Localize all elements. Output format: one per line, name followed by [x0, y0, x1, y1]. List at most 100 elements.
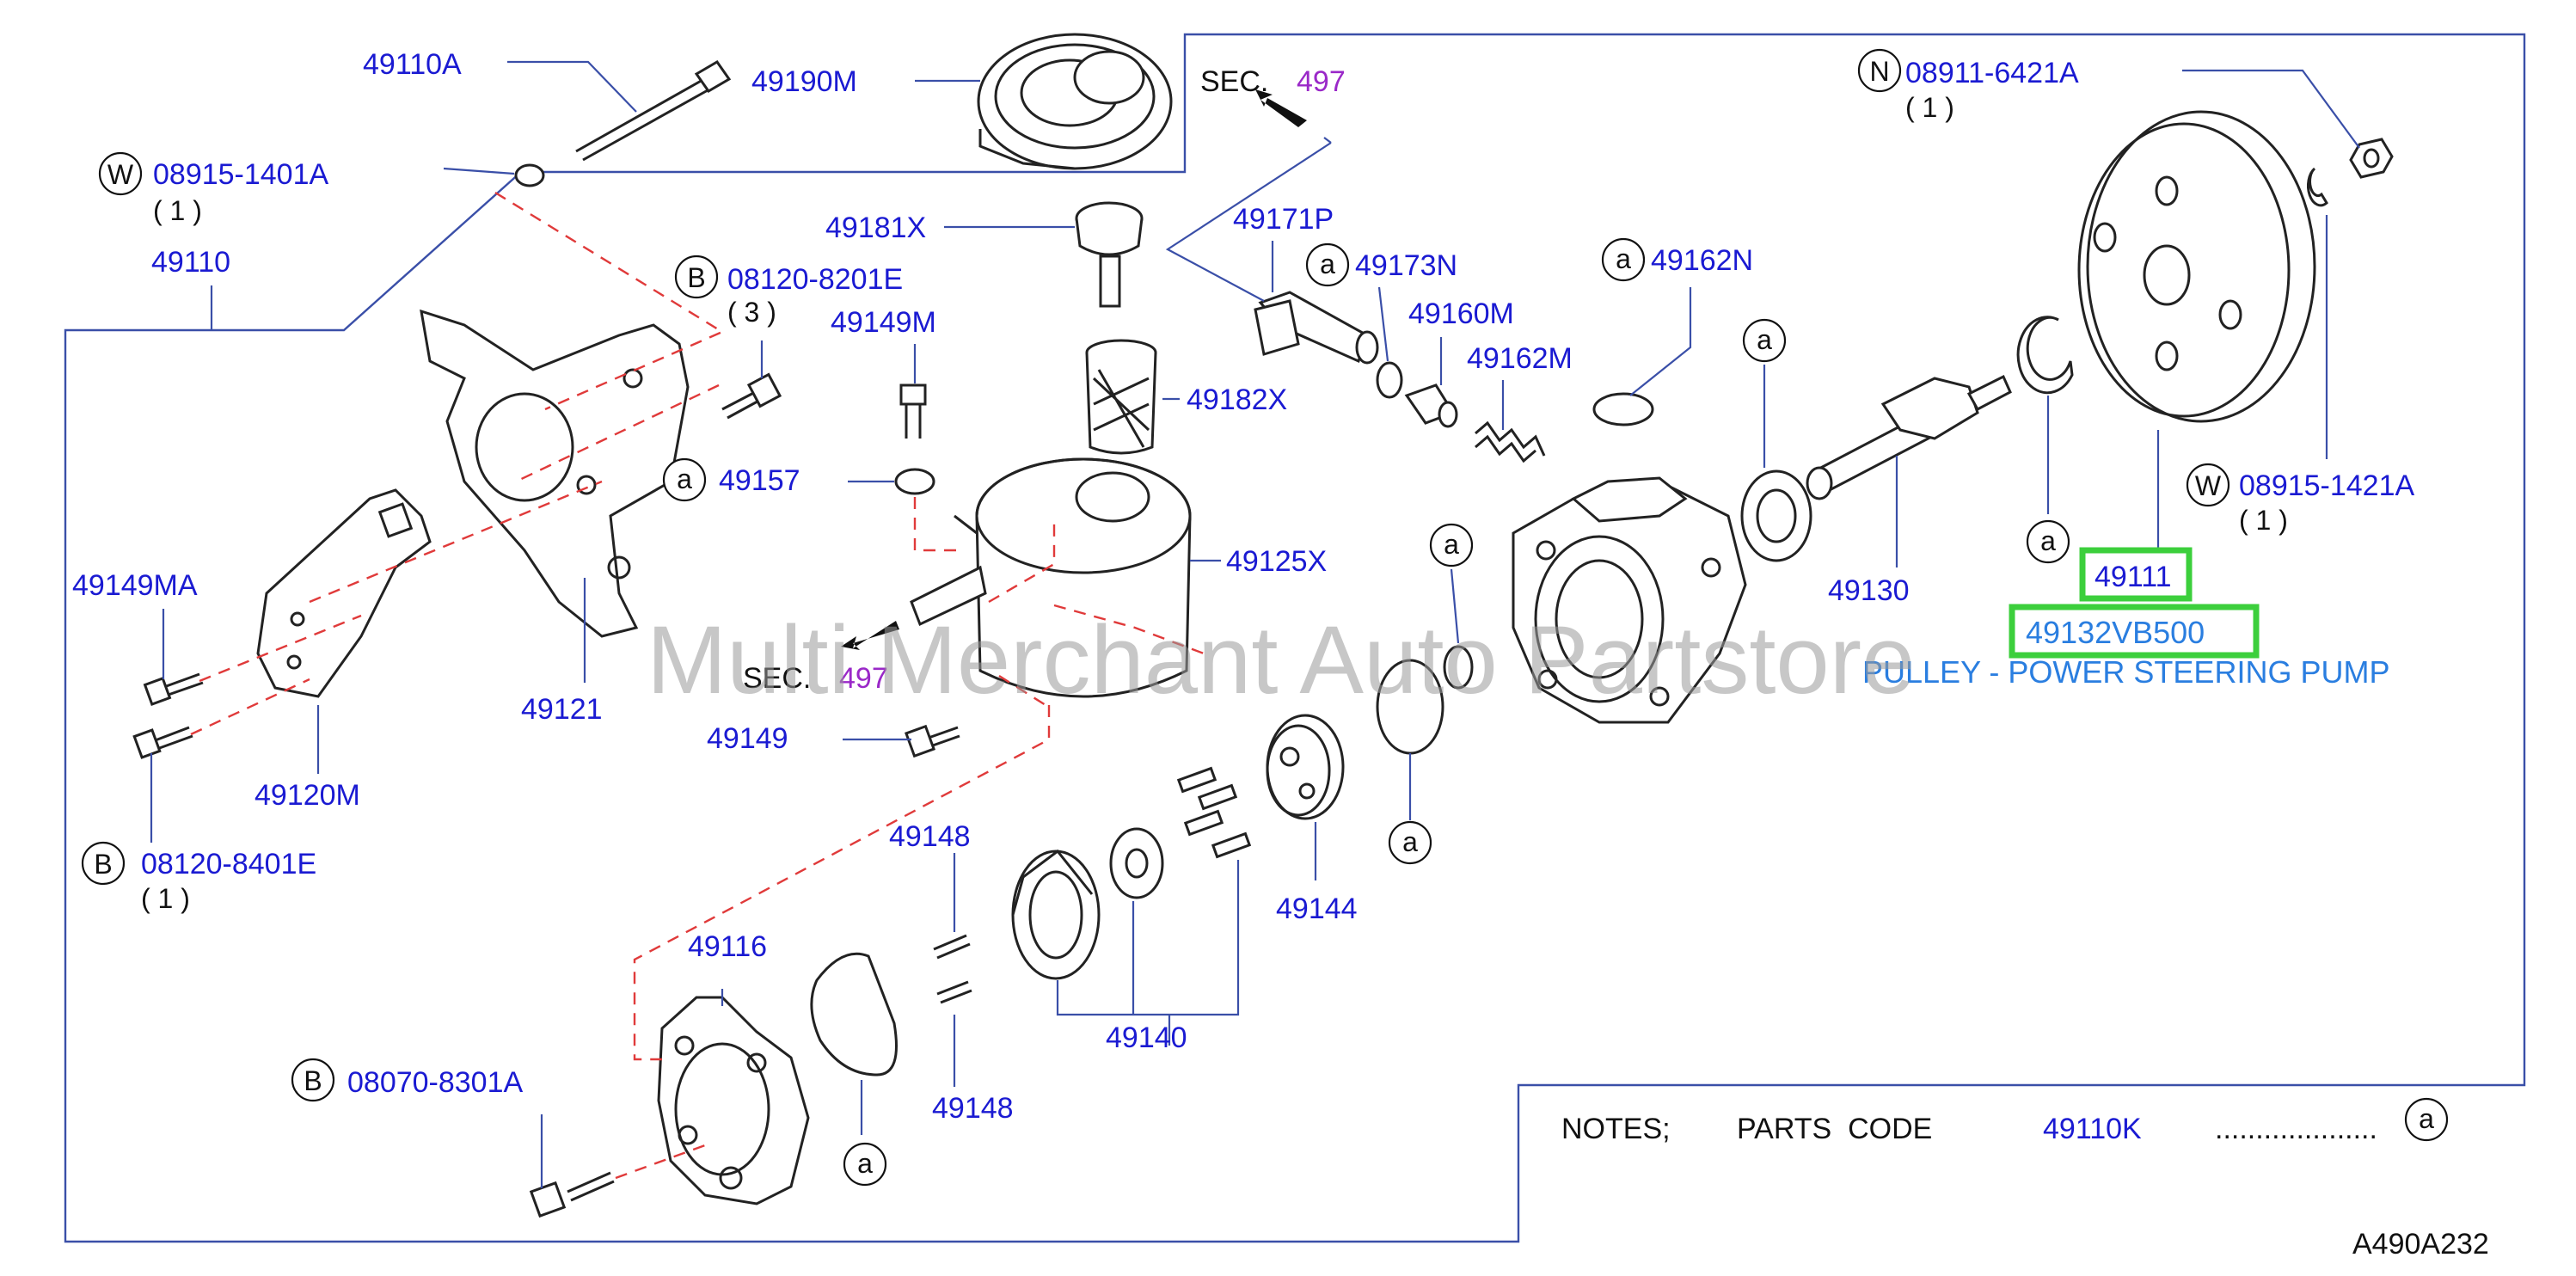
label-49148-upper[interactable]: 49148	[889, 820, 971, 853]
cam-ring-49140[interactable]	[1011, 849, 1101, 980]
highlight-box-oem-number	[2009, 604, 2260, 659]
marker-a-snap-ring: a	[2026, 519, 2070, 564]
label-49162M[interactable]: 49162M	[1467, 342, 1573, 375]
gasket-49116[interactable]	[810, 952, 898, 1077]
washer-08915-1401A[interactable]	[514, 163, 545, 187]
cap-49181X[interactable]	[1075, 201, 1144, 308]
bracket-49121[interactable]	[420, 309, 690, 638]
marker-N-08911-6421A: N	[1857, 48, 1902, 93]
label-49110[interactable]: 49110	[151, 246, 230, 279]
qty-08915-1421A: ( 1 )	[2239, 505, 2288, 536]
label-08070-8301A[interactable]: 08070-8301A	[347, 1066, 524, 1099]
marker-a-49157: a	[662, 457, 707, 502]
label-49120M[interactable]: 49120M	[255, 779, 360, 812]
svg-text:W: W	[107, 159, 134, 190]
sec-arrow-left	[841, 621, 899, 650]
label-49149M[interactable]: 49149M	[831, 306, 936, 339]
label-49182X[interactable]: 49182X	[1187, 383, 1287, 416]
svg-text:a: a	[1757, 324, 1772, 355]
plate-49144[interactable]	[1266, 714, 1345, 820]
label-49173N[interactable]: 49173N	[1355, 249, 1457, 282]
marker-B-08070-8301A: B	[291, 1058, 335, 1102]
marker-a-49162N: a	[1601, 237, 1646, 282]
label-49125X[interactable]: 49125X	[1226, 545, 1327, 578]
shaft-49130[interactable]	[1806, 374, 2012, 500]
bolt-49149M[interactable]	[899, 383, 927, 439]
notes-parts-code-label: PARTS CODE	[1737, 1113, 1932, 1145]
nut-08911-6421A[interactable]	[2349, 138, 2394, 179]
svg-text:a: a	[857, 1148, 873, 1179]
snap-ring[interactable]	[2016, 316, 2074, 395]
washer-08915-1421A[interactable]	[2307, 167, 2328, 207]
spring-49162M[interactable]	[1475, 420, 1546, 463]
label-49190M[interactable]: 49190M	[751, 65, 857, 98]
qty-08915-1401A: ( 1 )	[153, 195, 202, 226]
label-08911-6421A[interactable]: 08911-6421A	[1905, 57, 2079, 89]
part-description: PULLEY - POWER STEERING PUMP	[1862, 654, 2389, 690]
svg-text:SEC.: SEC.	[743, 662, 811, 695]
svg-text:a: a	[1402, 826, 1418, 857]
svg-text:497: 497	[839, 662, 888, 695]
label-49148-lower[interactable]: 49148	[932, 1092, 1014, 1125]
marker-a-49173N: a	[1305, 242, 1350, 287]
bolt-08120-8201E[interactable]	[721, 372, 782, 420]
rotor[interactable]	[1109, 827, 1164, 899]
svg-text:N: N	[1869, 56, 1889, 87]
pump-body[interactable]	[1512, 476, 1747, 724]
bolt-08120-8401E[interactable]	[132, 726, 193, 759]
label-49162N[interactable]: 49162N	[1651, 244, 1753, 277]
label-49181X[interactable]: 49181X	[825, 212, 926, 244]
notes-label: NOTES;	[1561, 1113, 1671, 1145]
svg-text:a: a	[1444, 529, 1459, 560]
vanes[interactable]	[1176, 766, 1252, 859]
o-ring-49173N[interactable]	[1376, 361, 1403, 399]
label-49121[interactable]: 49121	[521, 693, 603, 726]
diagram-id: A490A232	[2352, 1228, 2489, 1261]
leader-lines	[150, 60, 2360, 1188]
valve-49160M[interactable]	[1404, 383, 1458, 428]
sec-reference-left[interactable]: SEC. 497	[743, 662, 888, 695]
label-49110A[interactable]: 49110A	[363, 48, 462, 81]
highlighted-part-number[interactable]: 49111	[2095, 561, 2172, 593]
sec-arrow-top	[1255, 89, 1307, 127]
marker-a-pump: a	[1429, 523, 1474, 567]
label-08915-1401A[interactable]: 08915-1401A	[153, 158, 329, 191]
label-08915-1421A[interactable]: 08915-1421A	[2239, 469, 2415, 502]
svg-text:a: a	[1320, 248, 1335, 279]
cap-49190M[interactable]	[977, 33, 1173, 170]
oil-seal[interactable]	[1740, 469, 1812, 562]
svg-text:a: a	[1616, 243, 1631, 274]
cover-49116[interactable]	[657, 996, 810, 1205]
pin-49148-lower[interactable]	[936, 980, 972, 1004]
label-49157[interactable]: 49157	[719, 464, 800, 497]
label-49149MA[interactable]: 49149MA	[72, 569, 198, 602]
label-49171P[interactable]: 49171P	[1233, 203, 1334, 236]
label-49149[interactable]: 49149	[707, 722, 788, 755]
bolt-49149MA[interactable]	[143, 672, 204, 706]
sec-reference-top[interactable]: SEC. 497	[1200, 65, 1346, 98]
bracket-49120M[interactable]	[256, 488, 432, 698]
notes-parts-code[interactable]: 49110K	[2043, 1113, 2142, 1145]
pin-49148-upper[interactable]	[933, 934, 971, 960]
label-08120-8401E[interactable]: 08120-8401E	[141, 848, 316, 880]
label-49116[interactable]: 49116	[688, 930, 767, 963]
marker-B-08120-8401E: B	[81, 841, 126, 886]
label-08120-8201E[interactable]: 08120-8201E	[727, 263, 903, 296]
label-49160M[interactable]: 49160M	[1408, 298, 1514, 330]
label-49130[interactable]: 49130	[1828, 574, 1910, 607]
fitting-49171P[interactable]	[1254, 291, 1379, 365]
reservoir-49125X[interactable]	[910, 457, 1192, 698]
washer-49157[interactable]	[894, 468, 935, 495]
pulley-49111[interactable]	[2077, 110, 2316, 423]
highlighted-oem-number[interactable]: 49132VB500	[2026, 615, 2205, 650]
o-ring-a2[interactable]	[1443, 645, 1474, 690]
label-49140[interactable]: 49140	[1106, 1021, 1187, 1054]
label-49144[interactable]: 49144	[1276, 893, 1358, 925]
gasket-49162N[interactable]	[1592, 392, 1654, 426]
bolt-08070-8301A[interactable]	[529, 1171, 615, 1218]
bolt-49110A[interactable]	[575, 60, 732, 162]
marker-W-08915-1401A: W	[98, 151, 143, 196]
filter-49182X[interactable]	[1085, 339, 1157, 455]
bolt-49149[interactable]	[905, 724, 960, 758]
